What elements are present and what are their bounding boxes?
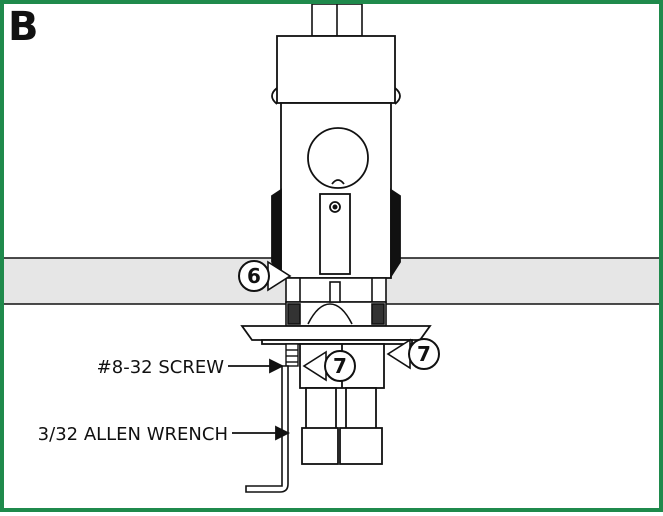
callout-7-left: 7	[302, 350, 356, 382]
callout-6: 6	[238, 260, 292, 292]
lower-threaded-section	[285, 277, 387, 327]
callout-7-right: 7	[386, 338, 440, 370]
callout-7-right-number: 7	[417, 342, 431, 366]
allen-wrench	[245, 365, 289, 493]
panel-letter: B	[8, 4, 39, 50]
screw-leader	[228, 358, 285, 374]
mounting-plate	[240, 325, 432, 345]
screw-label: #8-32 SCREW	[97, 357, 225, 378]
wrench-label: 3/32 ALLEN WRENCH	[38, 424, 228, 445]
callout-6-number: 6	[247, 264, 261, 288]
main-body	[271, 35, 401, 280]
callout-7-left-number: 7	[333, 354, 347, 378]
top-stem	[311, 3, 363, 37]
wrench-leader	[232, 425, 291, 441]
screw	[285, 343, 299, 367]
